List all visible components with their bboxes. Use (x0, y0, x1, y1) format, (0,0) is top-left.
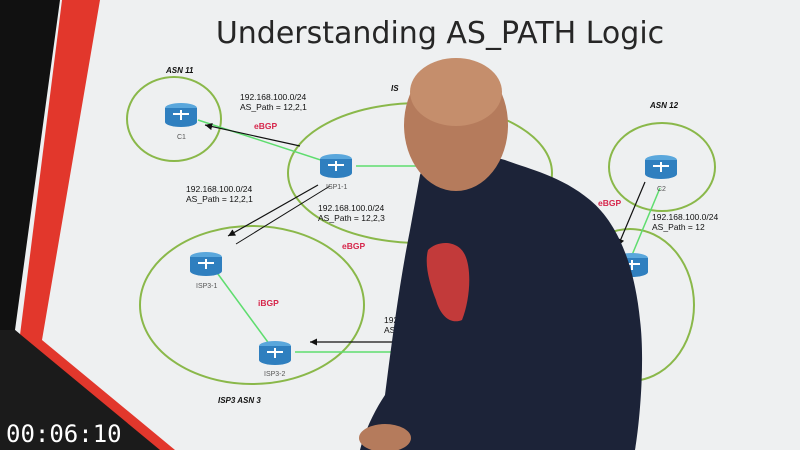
route-label-top: 192.168.100.0/24 AS_Path = 12,2,1 (240, 92, 307, 112)
router-c2-label: C2 (657, 186, 666, 193)
isp3-circle (139, 225, 365, 385)
asn11-circle (126, 76, 222, 162)
link-c2-isp2 (631, 187, 661, 256)
asn12-label: ASN 12 (650, 101, 679, 110)
route-label-left: 192.168.100.0/24 AS_Path = 12,2,1 (186, 184, 253, 204)
left-stripe-black (0, 0, 160, 450)
router-isp1-1-label: ISP1-1 (326, 184, 348, 191)
ibgp-label: iBGP (258, 298, 279, 308)
asn11-label: ASN 11 (166, 66, 194, 75)
ebgp-label-right: eBGP (598, 198, 622, 208)
route-label-right: 192.168.100.0/24 AS_Path = 12 (652, 212, 719, 232)
asn12-circle (608, 122, 716, 212)
router-c1-icon[interactable] (163, 100, 199, 130)
router-isp3-2-icon[interactable] (257, 338, 293, 368)
arrow-isp1-to-isp3 (227, 184, 319, 237)
left-stripe-red (20, 0, 175, 450)
left-stripe-base (0, 330, 160, 450)
router-c1-label: C1 (177, 134, 186, 141)
link-c1-isp1 (197, 119, 337, 166)
isp1-label: IS (391, 84, 399, 93)
router-isp3-2-label: ISP3-2 (264, 371, 286, 378)
route-label-middle: 192.168.100.0/24 AS_Path = 12,2,3 (318, 203, 385, 223)
arrow-isp1-to-isp3-b (235, 185, 331, 245)
ebgp-label-top: eBGP (254, 121, 278, 131)
isp3-label: ISP3 ASN 3 (218, 396, 261, 405)
arrow-isp1-to-c1 (204, 123, 301, 147)
route-label-bottom: 192. AS (384, 315, 401, 335)
video-timer: 00:06:10 (6, 420, 122, 448)
router-c2-icon[interactable] (643, 152, 679, 182)
arrow-c2-to-isp2 (617, 181, 646, 247)
page-title: Understanding AS_PATH Logic (215, 16, 665, 51)
router-isp3-1-icon[interactable] (188, 249, 224, 279)
router-isp1-1-icon[interactable] (318, 151, 354, 181)
link-isp3-1-isp3-2 (214, 269, 271, 346)
router-isp3-1-label: ISP3-1 (196, 283, 218, 290)
ebgp-label-mid: eBGP (342, 241, 366, 251)
